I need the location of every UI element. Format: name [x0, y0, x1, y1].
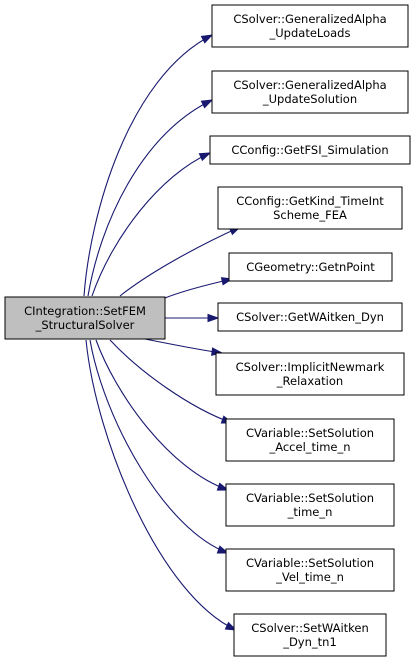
call-nodes: CIntegration::SetFEM_StructuralSolverCSo… — [4, 4, 411, 657]
node-label: CSolver::ImplicitNewmark — [236, 360, 385, 374]
node-box — [209, 135, 411, 165]
node-box — [215, 352, 405, 396]
node-box — [225, 418, 395, 462]
call-edge — [87, 99, 214, 297]
node-box — [211, 4, 409, 48]
node-box — [233, 613, 387, 657]
edge-line — [87, 99, 213, 297]
node-label: _Relaxation — [276, 374, 343, 388]
node-box — [211, 70, 409, 114]
arrowhead-icon — [200, 99, 214, 109]
source-function-node: CIntegration::SetFEM_StructuralSolver — [4, 296, 166, 340]
call-edge — [119, 226, 242, 297]
edge-line — [89, 339, 229, 554]
node-label: CGeometry::GetnPoint — [246, 260, 375, 274]
node-box — [217, 302, 403, 332]
node-label: _UpdateLoads — [269, 26, 351, 40]
call-edge — [164, 277, 234, 299]
node-label: CConfig::GetFSI_Simulation — [231, 143, 388, 157]
arrowhead-icon — [198, 152, 212, 162]
callee-node[interactable]: CSolver::GeneralizedAlpha_UpdateSolution — [211, 70, 409, 114]
call-edge — [95, 339, 230, 491]
callee-node[interactable]: CSolver::GeneralizedAlpha_UpdateLoads — [211, 4, 409, 48]
callee-node[interactable]: CSolver::ImplicitNewmark_Relaxation — [215, 352, 405, 396]
arrowhead-icon — [207, 313, 220, 323]
callee-node[interactable]: CVariable::SetSolution_Accel_time_n — [225, 418, 395, 462]
edge-line — [109, 339, 233, 424]
call-edge — [165, 313, 220, 323]
node-label: CConfig::GetKind_TimeInt — [236, 194, 384, 208]
node-label: _Accel_time_n — [268, 440, 350, 454]
arrowhead-icon — [200, 34, 214, 44]
node-label: _StructuralSolver — [35, 318, 135, 332]
call-edge — [144, 338, 224, 356]
edge-line — [85, 339, 237, 631]
node-label: _Vel_time_n — [275, 570, 344, 584]
node-label: CVariable::SetSolution — [246, 491, 374, 505]
node-label: CVariable::SetSolution — [246, 556, 374, 570]
call-edges — [83, 34, 242, 631]
callee-node[interactable]: CSolver::SetWAitken_Dyn_tn1 — [233, 613, 387, 657]
node-label: _Dyn_tn1 — [282, 635, 337, 649]
node-label: CSolver::GeneralizedAlpha — [233, 12, 386, 26]
callee-node[interactable]: CVariable::SetSolution_Vel_time_n — [225, 548, 395, 592]
node-box — [225, 548, 395, 592]
edge-line — [91, 152, 211, 297]
node-label: CSolver::SetWAitken — [251, 621, 369, 635]
call-edge — [85, 339, 238, 631]
node-box — [217, 186, 403, 230]
node-label: CVariable::SetSolution — [246, 426, 374, 440]
node-box — [225, 483, 395, 527]
callee-node[interactable]: CVariable::SetSolution_time_n — [225, 483, 395, 527]
node-label: _time_n — [287, 505, 333, 519]
node-label: Scheme_FEA — [273, 208, 347, 222]
arrowhead-icon — [216, 545, 230, 554]
arrowhead-icon — [216, 482, 230, 491]
edge-line — [83, 34, 213, 297]
node-box — [228, 252, 393, 282]
callee-node[interactable]: CGeometry::GetnPoint — [228, 252, 393, 282]
call-edge — [83, 34, 214, 297]
node-label: CSolver::GetWAitken_Dyn — [236, 310, 384, 324]
call-edge — [89, 339, 230, 554]
call-edge — [91, 152, 212, 297]
arrowhead-icon — [224, 621, 238, 631]
node-label: CIntegration::SetFEM — [24, 304, 146, 318]
node-label: CSolver::GeneralizedAlpha — [233, 78, 386, 92]
callee-node[interactable]: CConfig::GetFSI_Simulation — [209, 135, 411, 165]
edge-line — [119, 226, 241, 297]
edge-line — [95, 339, 229, 491]
node-label: _UpdateSolution — [262, 92, 357, 106]
callee-node[interactable]: CSolver::GetWAitken_Dyn — [217, 302, 403, 332]
edge-line — [144, 338, 223, 354]
node-box — [4, 296, 166, 340]
